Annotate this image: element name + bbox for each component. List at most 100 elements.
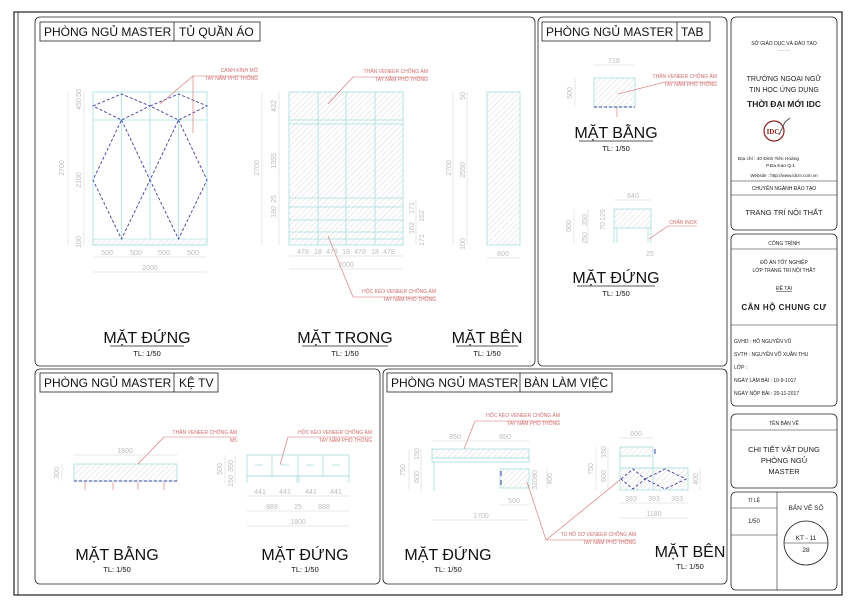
dimension-label: 450: [76, 98, 83, 110]
annotation-glass-door-handle: TAY NẮM PHỔ THÔNG: [205, 74, 258, 82]
panel-tv: [34, 368, 381, 585]
dimension-label: 478: [326, 249, 338, 256]
dimension-label: 100: [460, 238, 467, 250]
dimension-label: 18: [371, 249, 379, 256]
sheet-code: KT - 11: [796, 535, 817, 542]
dimension-label: 600: [414, 471, 421, 483]
view-scale: TL: 1/50: [133, 349, 161, 358]
tab-plan-drawing: [574, 64, 717, 117]
annotation-drawer-handle: TAY NẮM PHỔ THÔNG: [507, 419, 560, 427]
dimension-label: 350: [582, 214, 589, 226]
dimension-label: 25: [271, 195, 278, 203]
dimension-label: 300: [54, 467, 61, 479]
dimension-label: 888: [318, 504, 330, 511]
annotation-drawer: HỘC KÉO VENEER CHỐNG ẨM: [362, 288, 436, 295]
tab-front-drawing: [573, 199, 697, 243]
dimension-label: 1355: [271, 153, 278, 169]
project-label: CÔNG TRÌNH: [768, 240, 800, 247]
major: TRANG TRÍ NỘI THẤT: [745, 207, 823, 217]
dimension-label: 150: [228, 475, 235, 487]
view-title: MẶT ĐỨNG: [572, 268, 659, 287]
instructor: GVHD : HỒ NGUYÊN VŨ: [734, 337, 792, 345]
dimension-label: 2000: [142, 265, 158, 272]
annotation-body-material: M5: [230, 438, 237, 444]
dimension-label: 393: [648, 496, 660, 503]
dimension-label: 850: [499, 434, 511, 441]
project-line1: ĐỒ ÁN TỐT NGHIỆP: [760, 258, 808, 266]
school-line2: TIN HỌC ỨNG DỤNG: [749, 85, 819, 94]
drawing-name-line1: CHI TIẾT VẬT DỤNG: [748, 444, 820, 454]
dimension-label: 100: [76, 236, 83, 248]
panel-desk: [382, 368, 728, 585]
major-label: CHUYÊN NGÀNH ĐÀO TẠO: [752, 184, 816, 192]
dimension-label: 350: [228, 460, 235, 472]
dimension-label: 1700: [473, 513, 489, 520]
dimension-label: 441: [330, 489, 342, 496]
scale-value: 1/50: [748, 519, 760, 525]
project-line2: LỚP TRANG TRÍ NỘI THẤT: [752, 267, 815, 274]
dimension-label: 171: [419, 234, 426, 246]
dimension-label: 600: [566, 220, 573, 232]
dimension-label: 80: [532, 470, 539, 478]
view-title: MẶT ĐỨNG: [404, 545, 491, 564]
dimension-label: 162: [409, 222, 416, 234]
annotation-leg: CHÂN INOX: [669, 219, 697, 226]
dimension-label: 2700: [254, 160, 261, 176]
header-room: PHÒNG NGỦ MASTER: [546, 24, 674, 39]
panel-header-desk: PHÒNG NGỦ MASTER BÀN LÀM VIỆC: [386, 372, 613, 393]
annotation-cabinet-handle: TAY NẮM PHỔ THÔNG: [583, 538, 636, 546]
dimension-label: 400: [547, 473, 554, 485]
dimension-label: 150: [414, 448, 421, 460]
view-title: MẶT ĐỨNG: [261, 545, 348, 564]
dimension-label: 500: [187, 250, 199, 257]
website: Website : http://www.idcm.com.vn: [750, 173, 818, 178]
panel-header-tab: PHÒNG NGỦ MASTER TAB: [541, 21, 711, 42]
dimension-label: 478: [383, 249, 395, 256]
dimension-label: 162: [419, 210, 426, 222]
view-scale: TL: 1/50: [676, 562, 704, 571]
dimension-label: 441: [279, 489, 291, 496]
dimension-label: 478: [354, 249, 366, 256]
dimension-label: 718: [608, 58, 620, 65]
view-scale: TL: 1/50: [331, 349, 359, 358]
view-scale: TL: 1/50: [434, 565, 462, 574]
drawing-name-line2: PHÒNG NGỦ: [761, 456, 807, 465]
dimension-label: 171: [409, 202, 416, 214]
dimension-label: 50: [460, 92, 467, 100]
annotation-body: THÂN VENEER CHỐNG ẨM: [173, 429, 237, 436]
scale-label: TỈ LỆ: [748, 496, 761, 504]
dimension-label: 150: [601, 446, 608, 458]
annotation-cabinet: TỦ HỒ SƠ VENEER CHỐNG ẨM: [561, 531, 636, 538]
view-title: MẶT TRONG: [297, 328, 392, 347]
dimension-label: 70: [600, 222, 607, 230]
annotation-body: THÂN VENEER CHỐNG ẨM: [653, 73, 717, 80]
dimension-label: 180: [271, 206, 278, 218]
view-scale: TL: 1/50: [602, 289, 630, 298]
school-line1: TRƯỜNG NGOẠI NGỮ: [747, 74, 822, 83]
view-title: MẶT BẰNG: [75, 545, 158, 564]
dimension-label: 2550: [460, 162, 467, 178]
wardrobe-front-drawing: [67, 75, 258, 273]
tv-front-drawing: [224, 436, 372, 527]
dimension-label: 125: [600, 209, 607, 221]
tv-plan-drawing: [61, 436, 237, 490]
due-date: NGÀY NỘP BÀI : 20-11-2017: [734, 390, 799, 397]
dimension-label: 320: [532, 478, 539, 490]
dimension-label: 50: [76, 89, 83, 97]
dimension-label: 500: [130, 250, 142, 257]
dimension-label: 1180: [646, 511, 661, 518]
annotation-drawer-handle: TAY NẮM PHỔ THÔNG: [319, 436, 372, 444]
dimension-label: 2000: [338, 262, 354, 269]
header-item: KỆ TV: [179, 375, 213, 390]
dimension-label: 478: [297, 249, 309, 256]
dimension-label: 25: [294, 504, 302, 511]
dimension-label: 500: [217, 463, 224, 475]
address: Địa chỉ : 40 Đinh Tiên Hoàng: [738, 155, 799, 162]
drawing-name-label: TÊN BẢN VẼ: [769, 419, 799, 427]
topic: CĂN HỘ CHUNG CƯ: [741, 303, 826, 312]
view-scale: TL: 1/50: [103, 565, 131, 574]
view-title: MẶT BÊN: [452, 328, 523, 347]
header-room: PHÒNG NGỦ MASTER: [391, 375, 519, 390]
drawing-name-line3: MASTER: [768, 467, 800, 476]
